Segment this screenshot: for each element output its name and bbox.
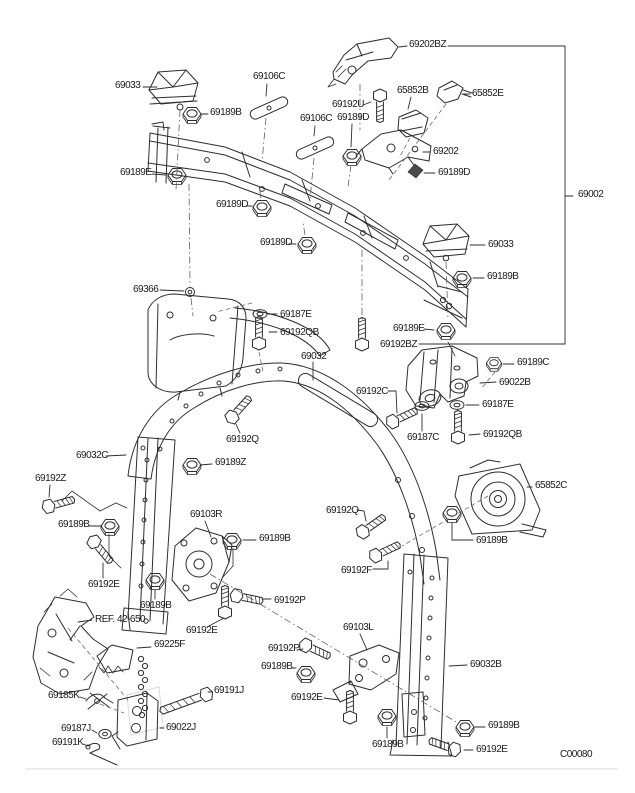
label-69189B-right2: 69189B bbox=[476, 535, 508, 546]
mount-69033-right-shape bbox=[422, 223, 470, 262]
label-69189D-right: 69189D bbox=[438, 167, 471, 178]
label-69192QB-left: 69192QB bbox=[280, 327, 319, 338]
label-69192E-mid: 69192E bbox=[186, 625, 218, 636]
label-69192Z: 69192Z bbox=[35, 473, 66, 484]
label-69189E-right: 69189E bbox=[393, 323, 425, 334]
plate-69103R-shape bbox=[171, 527, 233, 602]
label-69189B-left2: 69189B bbox=[58, 519, 90, 530]
label-69192P-1: 69192P bbox=[274, 595, 306, 606]
label-69189B-mid2: 69189B bbox=[261, 661, 293, 672]
ghost-plate-shape bbox=[126, 686, 164, 736]
label-69022J: 69022J bbox=[166, 722, 196, 733]
label-69192E-left: 69192E bbox=[88, 579, 120, 590]
assembly-axis-lines bbox=[175, 84, 459, 724]
ref-42-650-bracket-shape bbox=[32, 588, 109, 695]
leader-lines bbox=[48, 45, 533, 751]
label-69192F: 69192F bbox=[341, 565, 372, 576]
right-brace-69032B-shape bbox=[389, 553, 453, 757]
stopper-65852E-shape bbox=[436, 80, 473, 104]
label-69032C: 69032C bbox=[76, 450, 109, 461]
mount-65852C-shape bbox=[454, 459, 547, 538]
label-69189B-bottom1: 69189B bbox=[372, 739, 404, 750]
spacer-69106C-2-shape bbox=[295, 136, 335, 160]
label-69033-top-left: 69033 bbox=[115, 80, 141, 91]
label-69189D-upper: 69189D bbox=[337, 112, 370, 123]
label-69192U: 69192U bbox=[332, 99, 365, 110]
label-69192P-2: 69192P bbox=[268, 643, 300, 654]
label-69002: 69002 bbox=[578, 189, 604, 200]
hex-bolt-icons bbox=[40, 88, 465, 759]
label-69192QB-right: 69192QB bbox=[483, 429, 522, 440]
mount-69366-shape bbox=[147, 287, 331, 401]
label-69189B-top-left: 69189B bbox=[210, 107, 242, 118]
label-69032B: 69032B bbox=[470, 659, 502, 670]
label-69032: 69032 bbox=[301, 351, 327, 362]
label-69022B: 69022B bbox=[499, 377, 531, 388]
label-69187E-left: 69187E bbox=[280, 309, 312, 320]
label-69189B-right1: 69189B bbox=[487, 271, 519, 282]
mount-69033-top-left-shape bbox=[148, 69, 199, 111]
label-69192E-bottom: 69192E bbox=[476, 744, 508, 755]
label-65852C: 65852C bbox=[535, 480, 568, 491]
assembly-bracket-69002 bbox=[418, 45, 574, 345]
label-69192E-mid2: 69192E bbox=[291, 692, 323, 703]
spacer-69106C-1-shape bbox=[249, 96, 289, 120]
label-69033-right: 69033 bbox=[488, 239, 514, 250]
label-69187E-right: 69187E bbox=[482, 399, 514, 410]
figure-code: C00080 bbox=[560, 749, 593, 760]
label-69192Q-mid: 69192Q bbox=[226, 434, 259, 445]
label-69189B-left3: 69189B bbox=[140, 600, 172, 611]
arch-brace-69032-shape bbox=[127, 362, 441, 585]
bracket-69202BZ-shape bbox=[327, 37, 399, 88]
label-69202BZ: 69202BZ bbox=[409, 39, 447, 50]
label-69192C: 69192C bbox=[356, 386, 389, 397]
pin-69191K-shape bbox=[85, 742, 118, 766]
alignment-dash-lines bbox=[67, 103, 496, 714]
plate-69225F-shape bbox=[96, 644, 134, 674]
label-69366: 69366 bbox=[133, 284, 159, 295]
label-69191J: 69191J bbox=[214, 685, 244, 696]
label-69192Q-right: 69192Q bbox=[326, 505, 359, 516]
label-69103R: 69103R bbox=[190, 509, 223, 520]
label-69103L: 69103L bbox=[343, 622, 374, 633]
clip-69189D-right-shape bbox=[407, 163, 424, 179]
left-brace-69032C-shape bbox=[121, 436, 176, 635]
label-65852B: 65852B bbox=[397, 85, 429, 96]
crossmember-beam-shape bbox=[147, 121, 469, 328]
plate-69103L-shape bbox=[332, 644, 400, 703]
label-69189B-mid1: 69189B bbox=[259, 533, 291, 544]
label-69202: 69202 bbox=[433, 146, 459, 157]
label-69189E-top: 69189E bbox=[120, 167, 152, 178]
label-65852E: 65852E bbox=[472, 88, 504, 99]
bracket-69022J-shape bbox=[111, 692, 159, 750]
label-69191K: 69191K bbox=[52, 737, 84, 748]
label-69187J: 69187J bbox=[61, 723, 91, 734]
label-69189D-mid2: 69189D bbox=[260, 237, 293, 248]
label-ref-42-650: REF. 42-650 bbox=[95, 614, 146, 625]
label-69185K: 69185K bbox=[48, 690, 80, 701]
label-69106C-1: 69106C bbox=[253, 71, 286, 82]
label-69225F: 69225F bbox=[154, 639, 185, 650]
label-69189B-bottom2: 69189B bbox=[488, 720, 520, 731]
clip-69185K-shape bbox=[85, 692, 114, 710]
label-69106C-2: 69106C bbox=[300, 113, 333, 124]
grommet-69187J-shape bbox=[98, 728, 112, 740]
label-69187C: 69187C bbox=[407, 432, 440, 443]
stopper-65852B-shape bbox=[397, 109, 429, 138]
label-69189D-mid1: 69189D bbox=[216, 199, 249, 210]
bracket-69022B-shape bbox=[405, 341, 479, 409]
label-69189C: 69189C bbox=[517, 357, 550, 368]
label-69189Z: 69189Z bbox=[215, 457, 246, 468]
label-69192BZ: 69192BZ bbox=[380, 339, 418, 350]
